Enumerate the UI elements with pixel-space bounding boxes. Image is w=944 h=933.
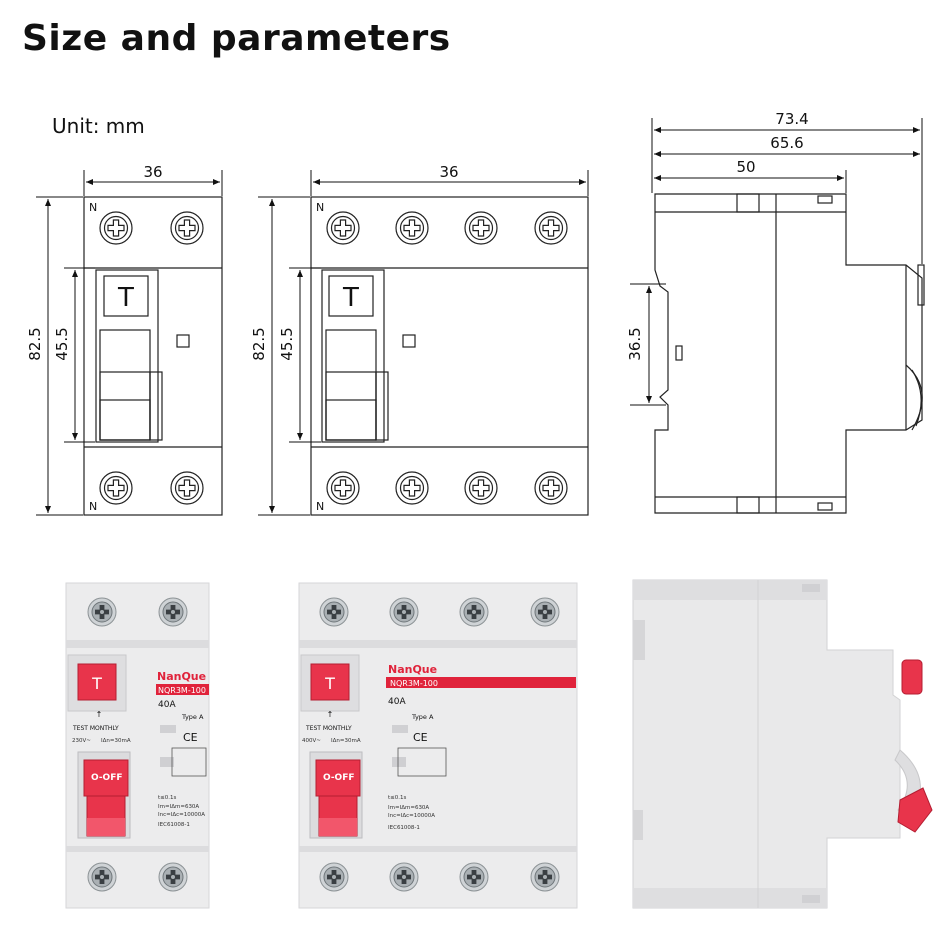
terminal-mark-bottom: N xyxy=(89,500,97,513)
inc-2p: Inc=IΔc=10000A xyxy=(158,812,205,818)
current-4p: 40A xyxy=(388,697,406,707)
screw-terminal-icon xyxy=(158,597,188,627)
test-text-4p: TEST MONTHLY xyxy=(305,725,352,732)
dim-2p-height-total: 82.5 xyxy=(26,327,44,360)
screw-terminal-icon xyxy=(87,862,117,892)
screw-terminal-icon xyxy=(170,211,204,245)
ce-mark-icon: CE xyxy=(183,731,198,744)
front-4p-dimensions xyxy=(258,170,589,516)
type-4p: Type A xyxy=(411,713,434,721)
screw-terminal-icon xyxy=(319,862,349,892)
dim-4p-width: 36 xyxy=(439,163,458,181)
im-4p: Im=IΔm=630A xyxy=(388,805,429,811)
screw-terminal-icon xyxy=(464,211,498,245)
screw-terminal-icon xyxy=(99,211,133,245)
screw-terminal-icon xyxy=(530,597,560,627)
screw-terminal-icon xyxy=(530,862,560,892)
screw-terminal-icon xyxy=(464,471,498,505)
dim-4p-height-window: 45.5 xyxy=(278,327,296,360)
current-2p: 40A xyxy=(158,700,176,710)
inc-4p: Inc=IΔc=10000A xyxy=(388,813,435,819)
dim-4p-height-total: 82.5 xyxy=(250,327,268,360)
screw-terminal-icon xyxy=(534,211,568,245)
terminal-mark-top: N xyxy=(89,201,97,214)
dim-depth-mid: 65.6 xyxy=(770,134,803,152)
arrow-up-icon: ↑ xyxy=(327,710,334,719)
ce-mark-icon: CE xyxy=(413,731,428,744)
standard-2p: IEC61008-1 xyxy=(158,822,190,828)
type-2p: Type A xyxy=(181,713,204,721)
front-2p-dimensions xyxy=(36,170,223,516)
model-4p: NQR3M-100 xyxy=(390,679,438,688)
dim-2p-height-window: 45.5 xyxy=(53,327,71,360)
dim-2p-width: 36 xyxy=(143,163,162,181)
sensitivity-2p: IΔn=30mA xyxy=(101,738,131,744)
dim-rail-height: 36.5 xyxy=(626,327,644,360)
screw-terminal-icon xyxy=(395,471,429,505)
brand-4p: NanQue xyxy=(388,663,437,676)
test-text-2p: TEST MONTHLY xyxy=(72,725,119,732)
sensitivity-4p: IΔn=30mA xyxy=(331,738,361,744)
product-4p: T xyxy=(298,582,578,909)
screw-terminal-icon xyxy=(158,862,188,892)
terminal-mark-top: N xyxy=(316,201,324,214)
voltage-4p: 400V~ xyxy=(302,738,321,744)
front-4p-drawing xyxy=(310,196,589,516)
screw-terminal-icon xyxy=(459,862,489,892)
screw-terminal-icon xyxy=(87,597,117,627)
arrow-up-icon: ↑ xyxy=(96,710,103,719)
standard-4p: IEC61008-1 xyxy=(388,825,420,831)
screw-terminal-icon xyxy=(99,471,133,505)
product-2p: T xyxy=(65,582,210,909)
terminal-mark-bottom: N xyxy=(316,500,324,513)
screw-terminal-icon xyxy=(319,597,349,627)
screw-terminal-icon xyxy=(326,211,360,245)
dim-depth-front: 50 xyxy=(736,158,755,176)
front-2p-drawing xyxy=(83,196,223,516)
switch-4p: O-OFF xyxy=(323,773,355,783)
side-dimensions xyxy=(630,118,923,406)
test-button-label: T xyxy=(117,283,134,313)
page-title: Size and parameters xyxy=(22,18,451,59)
dim-depth-total: 73.4 xyxy=(775,110,808,128)
screw-terminal-icon xyxy=(389,862,419,892)
screw-terminal-icon xyxy=(389,597,419,627)
im-2p: Im=IΔm=630A xyxy=(158,804,199,810)
switch-2p: O-OFF xyxy=(91,773,123,783)
test-button-label: T xyxy=(342,283,359,313)
voltage-2p: 230V~ xyxy=(72,738,91,744)
unit-label: Unit: mm xyxy=(52,114,145,138)
trip-time-2p: t≤0.1s xyxy=(158,795,177,801)
screw-terminal-icon xyxy=(459,597,489,627)
side-drawing xyxy=(654,193,925,514)
screw-terminal-icon xyxy=(170,471,204,505)
product-side xyxy=(632,579,933,909)
model-2p: NQR3M-100 xyxy=(158,686,206,695)
svg-text:T: T xyxy=(91,674,102,693)
screw-terminal-icon xyxy=(534,471,568,505)
screw-terminal-icon xyxy=(326,471,360,505)
brand-2p: NanQue xyxy=(157,670,206,683)
screw-terminal-icon xyxy=(395,211,429,245)
trip-time-4p: t≤0.1s xyxy=(388,795,407,801)
svg-text:T: T xyxy=(324,674,335,693)
